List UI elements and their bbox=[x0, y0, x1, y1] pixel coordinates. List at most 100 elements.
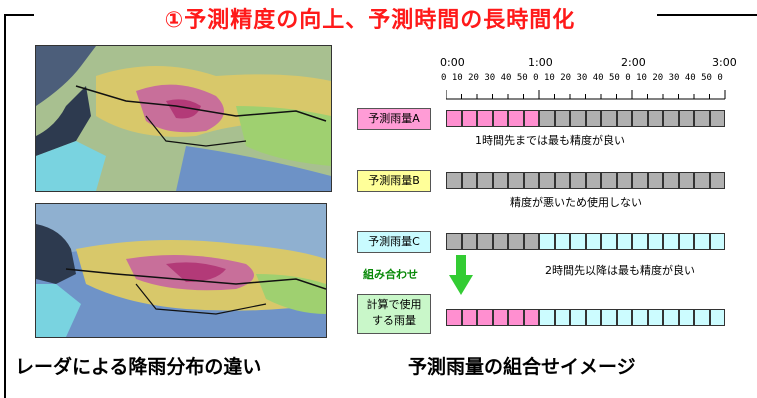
note-rain-b: 精度が悪いため使用しない bbox=[510, 196, 642, 209]
time-cell bbox=[461, 309, 477, 326]
time-cell bbox=[492, 172, 508, 189]
radar-map-top bbox=[35, 45, 332, 192]
time-cell bbox=[709, 309, 725, 326]
time-label-0: 0:00 bbox=[440, 56, 465, 69]
row-label-rain-b: 予測雨量B bbox=[357, 170, 431, 192]
time-cell bbox=[539, 233, 555, 250]
time-cell bbox=[632, 233, 648, 250]
time-cell bbox=[616, 110, 632, 127]
time-cell bbox=[647, 309, 663, 326]
time-label-2: 2:00 bbox=[621, 56, 646, 69]
caption-radar: レーダによる降雨分布の違い bbox=[15, 356, 262, 378]
row-bar-rain-a bbox=[446, 110, 725, 128]
used-rain-line1: 計算で使用 bbox=[366, 298, 422, 311]
time-cell bbox=[477, 309, 493, 326]
time-label-3: 3:00 bbox=[712, 56, 737, 69]
time-cell bbox=[601, 172, 617, 189]
note-rain-c: 2時間先以降は最も精度が良い bbox=[545, 264, 695, 277]
time-cell bbox=[446, 172, 462, 189]
time-cell bbox=[508, 233, 524, 250]
radar-map-bottom bbox=[35, 203, 327, 338]
time-cell bbox=[694, 309, 710, 326]
time-cell bbox=[585, 309, 601, 326]
time-cell bbox=[554, 233, 570, 250]
time-cell bbox=[523, 233, 539, 250]
time-cell bbox=[678, 309, 694, 326]
row-bar-rain-b bbox=[446, 172, 725, 190]
time-label-1: 1:00 bbox=[528, 56, 553, 69]
note-rain-a: 1時間先までは最も精度が良い bbox=[475, 134, 625, 147]
time-cell bbox=[539, 172, 555, 189]
time-cell bbox=[461, 233, 477, 250]
time-cell bbox=[585, 110, 601, 127]
time-cell bbox=[601, 309, 617, 326]
time-cell bbox=[570, 233, 586, 250]
time-cell bbox=[663, 233, 679, 250]
time-cell bbox=[508, 309, 524, 326]
used-rain-line2: する雨量 bbox=[372, 314, 416, 327]
time-cell bbox=[616, 233, 632, 250]
time-cell bbox=[663, 172, 679, 189]
time-cell bbox=[461, 172, 477, 189]
time-cell bbox=[694, 233, 710, 250]
combine-label: 組み合わせ bbox=[363, 268, 418, 281]
minute-labels: 0 10 20 30 40 50 0 10 20 30 40 50 0 10 2… bbox=[441, 73, 723, 83]
time-cell bbox=[492, 233, 508, 250]
time-cell bbox=[694, 110, 710, 127]
time-cell bbox=[601, 110, 617, 127]
time-cell bbox=[508, 172, 524, 189]
time-cell bbox=[570, 110, 586, 127]
time-cell bbox=[554, 309, 570, 326]
time-cell bbox=[678, 172, 694, 189]
time-cell bbox=[709, 172, 725, 189]
time-cell bbox=[616, 172, 632, 189]
time-cell bbox=[585, 172, 601, 189]
time-cell bbox=[477, 172, 493, 189]
time-cell bbox=[446, 309, 462, 326]
time-cell bbox=[678, 233, 694, 250]
time-cell bbox=[570, 172, 586, 189]
time-cell bbox=[647, 233, 663, 250]
time-cell bbox=[601, 233, 617, 250]
time-cell bbox=[492, 110, 508, 127]
time-cell bbox=[461, 110, 477, 127]
time-cell bbox=[554, 110, 570, 127]
row-label-rain-a: 予測雨量A bbox=[357, 108, 431, 130]
page-title: ①予測精度の向上、予測時間の長時間化 bbox=[164, 8, 576, 33]
time-cell bbox=[523, 172, 539, 189]
row-label-used-rain: 計算で使用 する雨量 bbox=[357, 294, 431, 334]
time-cell bbox=[570, 309, 586, 326]
time-cell bbox=[694, 172, 710, 189]
time-cell bbox=[632, 172, 648, 189]
time-cell bbox=[508, 110, 524, 127]
time-cell bbox=[663, 309, 679, 326]
time-cell bbox=[446, 233, 462, 250]
time-cell bbox=[678, 110, 694, 127]
frame-line-top-left bbox=[4, 14, 34, 16]
time-cell bbox=[585, 233, 601, 250]
time-cell bbox=[477, 110, 493, 127]
time-cell bbox=[709, 233, 725, 250]
row-bar-rain-c bbox=[446, 233, 725, 251]
time-cell bbox=[647, 110, 663, 127]
time-cell bbox=[539, 110, 555, 127]
time-cell bbox=[554, 172, 570, 189]
time-cell bbox=[647, 172, 663, 189]
time-cell bbox=[632, 110, 648, 127]
caption-combination: 予測雨量の組合せイメージ bbox=[408, 356, 636, 378]
time-cell bbox=[492, 309, 508, 326]
time-cell bbox=[523, 309, 539, 326]
time-cell bbox=[663, 110, 679, 127]
frame-line-left bbox=[4, 14, 6, 398]
timeline-ticks bbox=[446, 90, 726, 100]
time-cell bbox=[523, 110, 539, 127]
time-cell bbox=[446, 110, 462, 127]
down-arrow-icon bbox=[449, 255, 473, 295]
frame-line-top-right bbox=[657, 14, 757, 16]
time-cell bbox=[616, 309, 632, 326]
time-cell bbox=[632, 309, 648, 326]
time-cell bbox=[709, 110, 725, 127]
time-cell bbox=[477, 233, 493, 250]
row-bar-used-rain bbox=[446, 309, 725, 327]
row-label-rain-c: 予測雨量C bbox=[357, 231, 431, 253]
